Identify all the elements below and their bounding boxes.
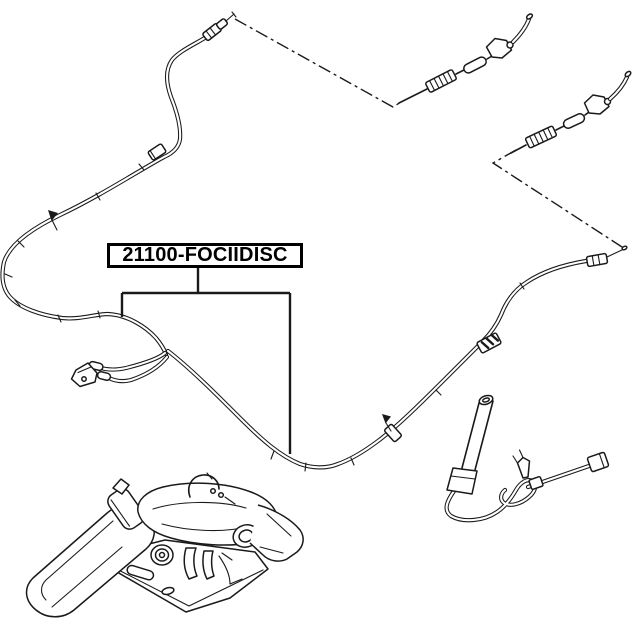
front-cable-loop-end-fitting [70, 360, 112, 388]
main-cable-assembly [0, 11, 628, 472]
right-adjuster-cable-end-part [510, 70, 632, 154]
lever-base-plate [92, 539, 269, 613]
equalizer-rod-part [444, 394, 610, 523]
conduit-joint-ticks [4, 163, 525, 472]
leader-bracket [120, 268, 292, 454]
part-number-label: 21100-FOCIIDISC [107, 243, 303, 268]
upper-left-cable-end-fitting [202, 11, 237, 42]
upper-adjuster-cable-end-part [398, 13, 534, 104]
handbrake-lever-assembly [25, 472, 304, 618]
dash-dot-leader-lines [234, 18, 623, 248]
pointer-arrow-left [48, 210, 58, 231]
cable-clip-upper-left [147, 143, 167, 161]
leader-line-right [491, 149, 623, 248]
cable-clip-lower-middle [384, 423, 402, 443]
rear-cable-right-end-ferrule [585, 245, 628, 268]
pointer-arrow-middle [382, 414, 392, 432]
cable-clip-ribbed [476, 332, 502, 354]
leader-line-upper [234, 18, 402, 108]
